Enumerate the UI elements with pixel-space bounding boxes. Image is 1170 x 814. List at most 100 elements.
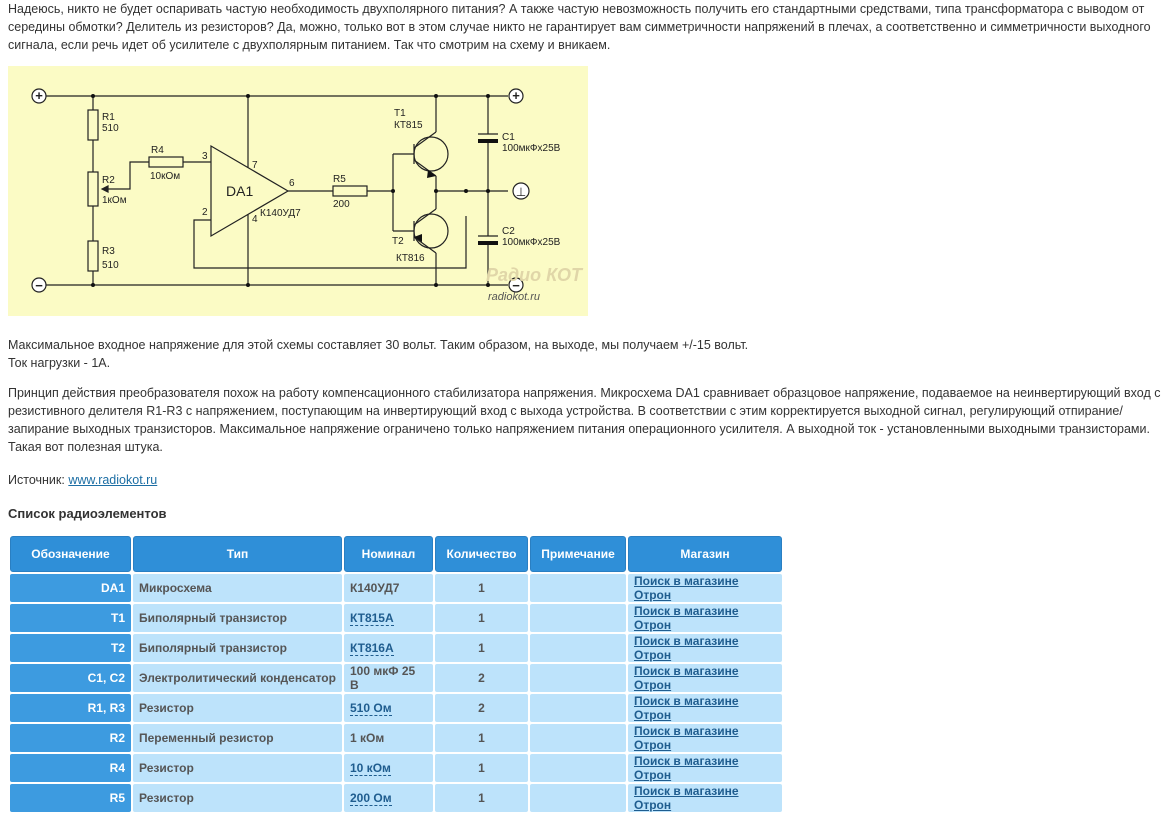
shop-search-link[interactable]: Поиск в магазине Отрон xyxy=(634,604,739,632)
watermark-logo: Радио КОТ xyxy=(486,265,584,285)
col-designation: Обозначение xyxy=(10,536,131,572)
plus-terminal-left xyxy=(31,88,47,104)
cell-shop: Поиск в магазине Отрон xyxy=(628,754,782,782)
nominal-link[interactable]: 200 Ом xyxy=(350,791,392,806)
cell-note xyxy=(530,694,626,722)
r5-body xyxy=(332,185,368,197)
cell-note xyxy=(530,724,626,752)
junction-dot xyxy=(464,189,468,193)
pin-6: 6 xyxy=(289,178,295,189)
shop-search-link[interactable]: Поиск в магазине Отрон xyxy=(634,724,739,752)
principle-paragraph: Принцип действия преобразователя похож н… xyxy=(8,386,1161,454)
t2-body xyxy=(413,213,449,249)
cell-type: Резистор xyxy=(133,694,342,722)
parts-table: Обозначение Тип Номинал Количество Приме… xyxy=(8,534,784,814)
r2-body xyxy=(87,171,99,207)
pin-7: 7 xyxy=(252,160,258,171)
source-label: Источник: xyxy=(8,473,65,487)
cell-designation: R4 xyxy=(10,754,131,782)
nominal-link[interactable]: КТ815А xyxy=(350,611,394,626)
t2-part: КТ816 xyxy=(396,253,425,264)
cell-quantity: 2 xyxy=(435,694,528,722)
cell-nominal: 1 кОм xyxy=(344,724,433,752)
ground-terminal xyxy=(512,182,530,200)
cell-nominal: К140УД7 xyxy=(344,574,433,602)
c1-ref: C1 xyxy=(502,132,515,143)
r2-value: 1кОм xyxy=(102,195,127,206)
cell-nominal: 10 кОм xyxy=(344,754,433,782)
t1-emitter-arrow xyxy=(427,170,436,178)
t1-ref: T1 xyxy=(394,108,406,119)
junction-dot xyxy=(391,189,395,193)
t1-body xyxy=(413,136,449,172)
cell-note xyxy=(530,754,626,782)
cell-note xyxy=(530,664,626,692)
cell-quantity: 1 xyxy=(435,574,528,602)
cell-note xyxy=(530,574,626,602)
cell-nominal: КТ815А xyxy=(344,604,433,632)
col-quantity: Количество xyxy=(435,536,528,572)
c1-value: 100мкФх25В xyxy=(502,143,561,154)
table-header-row: Обозначение Тип Номинал Количество Приме… xyxy=(10,536,782,572)
opamp-label: DA1 xyxy=(226,183,253,199)
r5-ref: R5 xyxy=(333,174,346,185)
junction-dot xyxy=(434,94,438,98)
nominal-link[interactable]: 10 кОм xyxy=(350,761,391,776)
shop-search-link[interactable]: Поиск в магазине Отрон xyxy=(634,754,739,782)
plus-label-right: + xyxy=(512,88,520,103)
cell-shop: Поиск в магазине Отрон xyxy=(628,634,782,662)
shop-search-link[interactable]: Поиск в магазине Отрон xyxy=(634,694,739,722)
minus-label-left: − xyxy=(35,278,43,293)
cell-designation: T1 xyxy=(10,604,131,632)
cell-note xyxy=(530,604,626,632)
junction-dot xyxy=(246,283,250,287)
shop-search-link[interactable]: Поиск в магазине Отрон xyxy=(634,574,739,602)
minus-terminal-left xyxy=(31,277,47,293)
cell-type: Резистор xyxy=(133,784,342,812)
t2-emitter-arrow xyxy=(414,234,422,242)
cell-shop: Поиск в магазине Отрон xyxy=(628,724,782,752)
t1-part: КТ815 xyxy=(394,120,423,131)
nominal-link[interactable]: 510 Ом xyxy=(350,701,392,716)
cell-shop: Поиск в магазине Отрон xyxy=(628,604,782,632)
r1-value: 510 xyxy=(102,123,119,134)
cell-shop: Поиск в магазине Отрон xyxy=(628,694,782,722)
cell-designation: DA1 xyxy=(10,574,131,602)
nominal-link[interactable]: КТ816А xyxy=(350,641,394,656)
ground-symbol: ⊥ xyxy=(516,185,526,199)
col-type: Тип xyxy=(133,536,342,572)
cell-designation: R5 xyxy=(10,784,131,812)
cell-quantity: 1 xyxy=(435,784,528,812)
specs-paragraph: Максимальное входное напряжение для этой… xyxy=(8,336,1168,372)
cell-quantity: 1 xyxy=(435,724,528,752)
cell-nominal: 510 Ом xyxy=(344,694,433,722)
cell-quantity: 1 xyxy=(435,634,528,662)
r2-ref: R2 xyxy=(102,175,115,186)
source-link[interactable]: www.radiokot.ru xyxy=(68,473,158,487)
cell-type: Биполярный транзистор xyxy=(133,604,342,632)
junction-dot xyxy=(91,94,95,98)
pin-3: 3 xyxy=(202,151,208,162)
r3-ref: R3 xyxy=(102,246,115,257)
watermark-url: radiokot.ru xyxy=(488,291,540,303)
cell-type: Резистор xyxy=(133,754,342,782)
cell-note xyxy=(530,784,626,812)
cell-type: Переменный резистор xyxy=(133,724,342,752)
shop-search-link[interactable]: Поиск в магазине Отрон xyxy=(634,664,739,692)
shop-search-link[interactable]: Поиск в магазине Отрон xyxy=(634,784,739,812)
shop-search-link[interactable]: Поиск в магазине Отрон xyxy=(634,634,739,662)
specs-line-current: Ток нагрузки - 1А. xyxy=(8,356,111,370)
junction-dot xyxy=(486,94,490,98)
cell-quantity: 1 xyxy=(435,604,528,632)
schematic-drawing: + + − − ⊥ R1 510 R2 1кОм R3 510 R4 10кОм… xyxy=(31,88,584,303)
r5-value: 200 xyxy=(333,199,350,210)
minus-label-right: − xyxy=(512,278,520,293)
cell-nominal: КТ816А xyxy=(344,634,433,662)
